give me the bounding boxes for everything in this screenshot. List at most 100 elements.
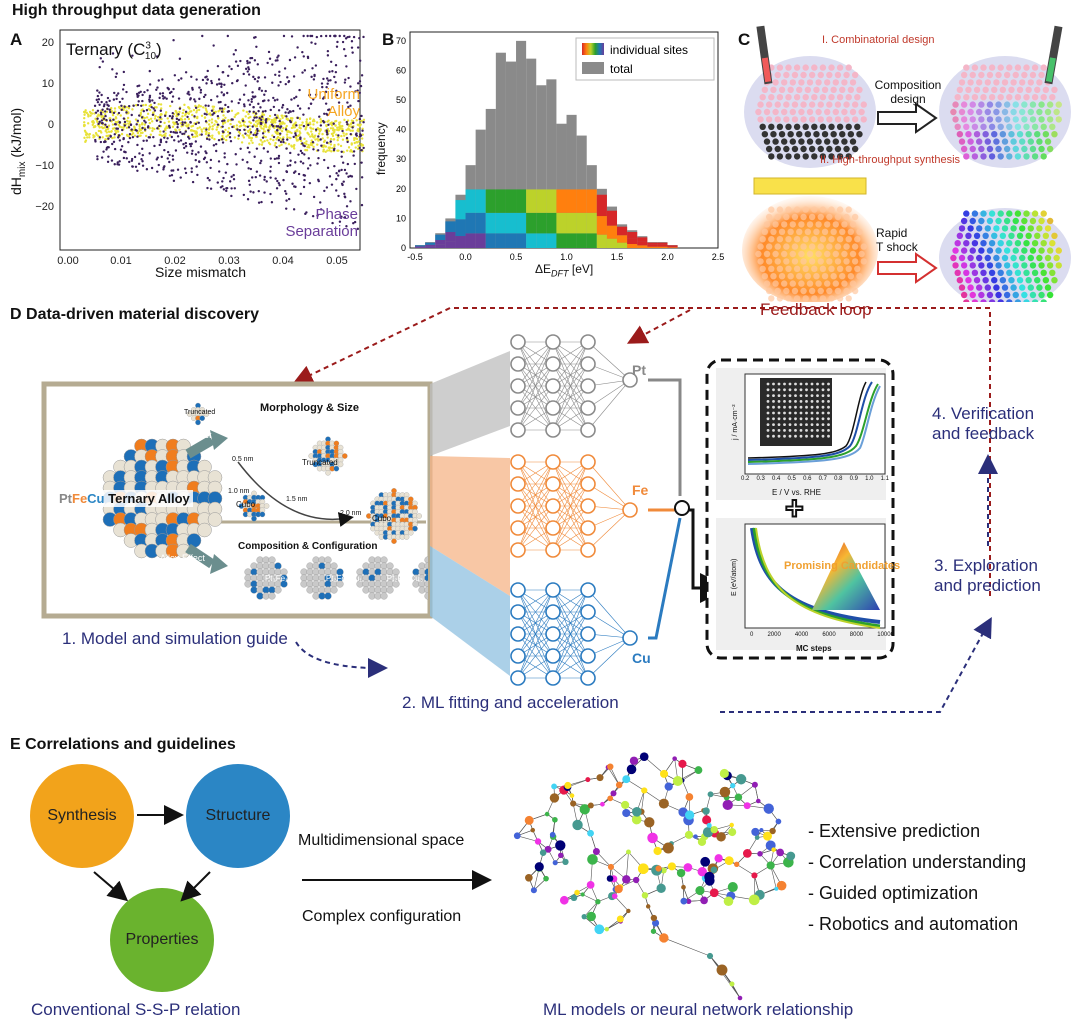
hex-dot	[860, 258, 867, 265]
scatter-point-uniform	[248, 120, 251, 123]
hex-dot	[778, 131, 786, 138]
scatter-point-phase	[275, 187, 279, 190]
legend-label-sites: individual sites	[610, 43, 688, 57]
hex-dot	[995, 116, 1002, 123]
scatter-point-phase	[273, 99, 277, 102]
ytick: 70	[396, 36, 406, 46]
histogram-bar-site	[505, 189, 517, 213]
hex-dot	[826, 287, 833, 295]
tick: 4000	[794, 632, 809, 638]
scatter-point-phase	[220, 107, 224, 110]
hex-dot	[1025, 277, 1032, 284]
scatter-point-uniform	[271, 134, 274, 137]
scatter-point-uniform	[268, 118, 271, 121]
scatter-point-phase	[172, 179, 176, 183]
scatter-point-uniform	[120, 126, 123, 129]
atom	[250, 562, 258, 570]
hex-dot	[828, 94, 835, 101]
hex-dot	[1046, 101, 1054, 108]
scatter-point-uniform	[87, 115, 90, 118]
scatter-point-phase	[327, 123, 330, 126]
scatter-point-uniform	[285, 133, 289, 136]
scatter-point-uniform	[242, 136, 246, 139]
scatter-point-phase	[279, 140, 283, 144]
scatter-point-phase	[291, 182, 294, 185]
scatter-point-phase	[160, 155, 163, 159]
hex-dot	[808, 145, 816, 153]
atom	[274, 586, 282, 594]
scatter-point-uniform	[141, 122, 144, 125]
brain-node	[769, 827, 776, 835]
scatter-point-phase	[172, 39, 175, 42]
hex-dot	[851, 243, 859, 250]
atom	[203, 411, 210, 417]
scatter-point-phase	[189, 144, 193, 148]
scatter-point-phase	[143, 128, 147, 131]
brain-node	[730, 782, 736, 789]
scatter-point-phase	[288, 58, 292, 62]
hex-dot	[1046, 116, 1054, 123]
scatter-point-uniform	[174, 109, 177, 113]
truncated-label-small: Truncated	[184, 409, 216, 416]
scatter-point-phase	[260, 89, 264, 93]
hex-dot	[1027, 79, 1034, 86]
hex-dot	[785, 295, 792, 302]
hex-dot	[830, 86, 837, 94]
scatter-point-phase	[214, 142, 218, 146]
hex-dot	[783, 287, 790, 295]
scatter-point-uniform	[191, 113, 194, 117]
hex-dot	[755, 108, 762, 116]
hex-dot	[787, 273, 794, 280]
scatter-point-uniform	[353, 136, 356, 140]
panel-b-letter: B	[382, 30, 395, 49]
scatter-point-phase	[221, 125, 224, 128]
nn-node	[510, 378, 526, 394]
hex-dot	[768, 265, 775, 272]
scatter-point-uniform	[181, 115, 184, 118]
hex-dot	[1006, 299, 1013, 302]
hex-dot	[843, 145, 850, 153]
scatter-point-uniform	[84, 139, 88, 142]
scatter-point-phase	[332, 148, 336, 152]
scatter-point-phase	[237, 134, 240, 137]
scatter-point-phase	[127, 141, 130, 144]
scatter-point-phase	[190, 133, 194, 136]
scatter-point-phase	[222, 188, 226, 191]
xtick: 0.02	[164, 255, 185, 267]
hex-dot	[841, 280, 848, 287]
scatter-point-phase	[349, 85, 352, 88]
comp-label: Pt₂Fe₁Cu₃	[386, 574, 423, 583]
scatter-point-uniform	[272, 138, 275, 142]
ytick: 10	[42, 78, 54, 90]
scatter-point-phase	[168, 91, 172, 95]
brain-node	[667, 862, 676, 871]
histogram-bar-site	[566, 212, 577, 234]
scatter-point-phase	[117, 111, 121, 115]
hex-dot	[1031, 299, 1039, 302]
scatter-point-phase	[335, 45, 339, 48]
scatter-point-phase	[216, 123, 220, 126]
nn-node	[545, 648, 561, 664]
scatter-point-phase	[285, 199, 288, 202]
panel-a-inset-title: Ternary (C310)	[66, 40, 162, 63]
scatter-point-phase	[323, 158, 326, 162]
hex-dot	[793, 206, 801, 213]
hex-dot	[1012, 291, 1019, 299]
hex-dot	[1006, 269, 1013, 276]
tick: 10000	[877, 632, 894, 638]
scatter-point-uniform	[355, 119, 358, 122]
nn-node	[510, 520, 526, 536]
scatter-point-uniform	[262, 113, 266, 117]
scatter-point-uniform	[114, 129, 117, 132]
hex-dot	[791, 145, 799, 153]
hex-dot	[826, 101, 833, 108]
scatter-point-uniform	[208, 127, 211, 130]
hex-dot	[986, 71, 994, 79]
hex-dot	[849, 138, 857, 145]
scatter-point-uniform	[268, 125, 272, 128]
hex-dot	[1014, 240, 1022, 247]
scatter-point-phase	[299, 137, 302, 141]
scatter-point-uniform	[85, 111, 88, 115]
ternary-alloy-label: PtFeCu Ternary Alloy	[56, 490, 193, 507]
